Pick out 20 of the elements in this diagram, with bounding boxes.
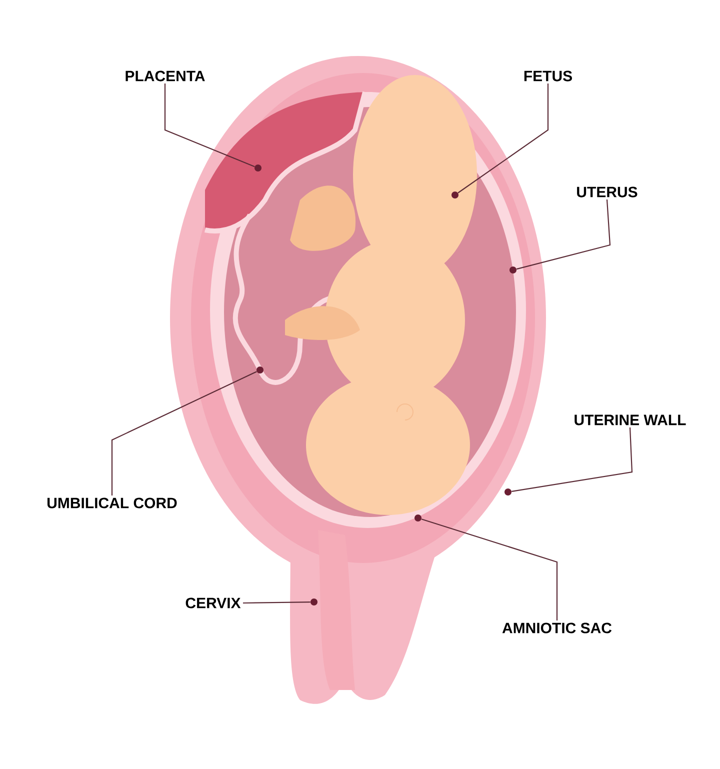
leader-line [458,84,549,194]
leader-line [164,84,255,168]
leader-line [512,427,633,492]
leader-line [111,371,257,496]
label-text: PLACENTA [126,70,205,82]
leader-dot [452,192,458,198]
label-text: UTERUS [577,186,638,198]
label-text: FETUS [524,70,572,82]
label-text: UMBILICAL CORD [47,498,177,508]
leader-dot [414,514,422,522]
leader-dot [310,598,318,606]
leader-line [516,199,611,270]
leader-dot [254,164,262,172]
label-text: CERVIX [186,598,241,608]
leader-dot [256,366,264,374]
leader-line [242,602,310,604]
label-text: AMNIOTIC SAC [502,622,612,634]
leader-dot [510,266,516,274]
leader-dot [504,488,512,496]
label-text: UTERINE WALL [574,414,686,426]
